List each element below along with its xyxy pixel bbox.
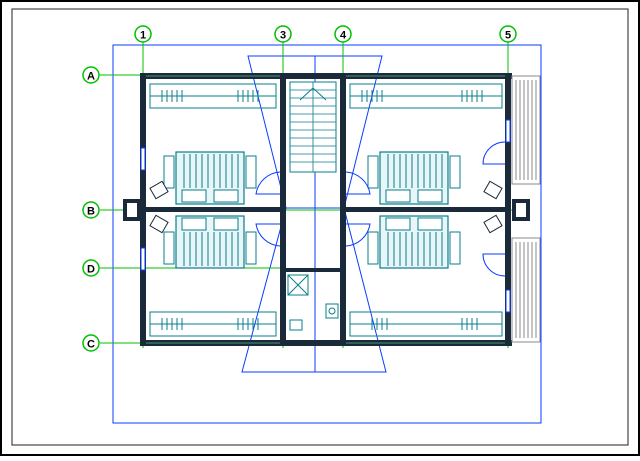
shower-icon xyxy=(287,274,309,296)
grid-bubble-col-1[interactable]: 1 xyxy=(134,25,152,43)
terrace-hatch-top xyxy=(511,75,541,185)
roof-overhang-bottom xyxy=(241,207,387,373)
grid-bubble-col-3[interactable]: 3 xyxy=(274,25,292,43)
toilet-icon xyxy=(289,319,303,331)
bed-stripes xyxy=(183,154,443,266)
terrace-hatch-bottom xyxy=(511,237,541,343)
grid-label-row-a: A xyxy=(87,71,95,83)
grid-bubble-row-c[interactable]: C xyxy=(82,334,100,352)
grid-bubble-row-d[interactable]: D xyxy=(82,259,100,277)
exterior-walls[interactable] xyxy=(140,73,512,346)
grid-label-row-d: D xyxy=(87,264,95,276)
nightstands xyxy=(163,155,461,265)
windows xyxy=(140,119,511,313)
grid-label-col-3: 3 xyxy=(280,30,286,42)
sink-icon xyxy=(325,303,339,319)
door-swing-icon[interactable] xyxy=(255,141,506,277)
wall-log-segments xyxy=(146,75,505,344)
staircase-icon[interactable] xyxy=(289,81,337,173)
inner-frame xyxy=(11,8,629,446)
grid-label-row-b: B xyxy=(87,206,95,218)
wardrobe-hangers xyxy=(161,90,483,330)
grid-label-col-1: 1 xyxy=(140,30,146,42)
fireplace-left xyxy=(123,199,141,221)
bed-pillows xyxy=(181,189,443,231)
grid-label-col-4: 4 xyxy=(340,30,347,42)
grid-bubble-row-a[interactable]: A xyxy=(82,66,100,84)
grid-label-row-c: C xyxy=(87,339,95,351)
grid-bubble-col-5[interactable]: 5 xyxy=(499,25,517,43)
grid-bubble-col-4[interactable]: 4 xyxy=(334,25,352,43)
bathroom-walls xyxy=(286,268,340,272)
grid-bubble-row-b[interactable]: B xyxy=(82,201,100,219)
site-outline xyxy=(112,44,542,424)
armchair-icon xyxy=(149,180,503,234)
grid-label-col-5: 5 xyxy=(505,30,511,42)
fireplace-right xyxy=(512,199,530,221)
